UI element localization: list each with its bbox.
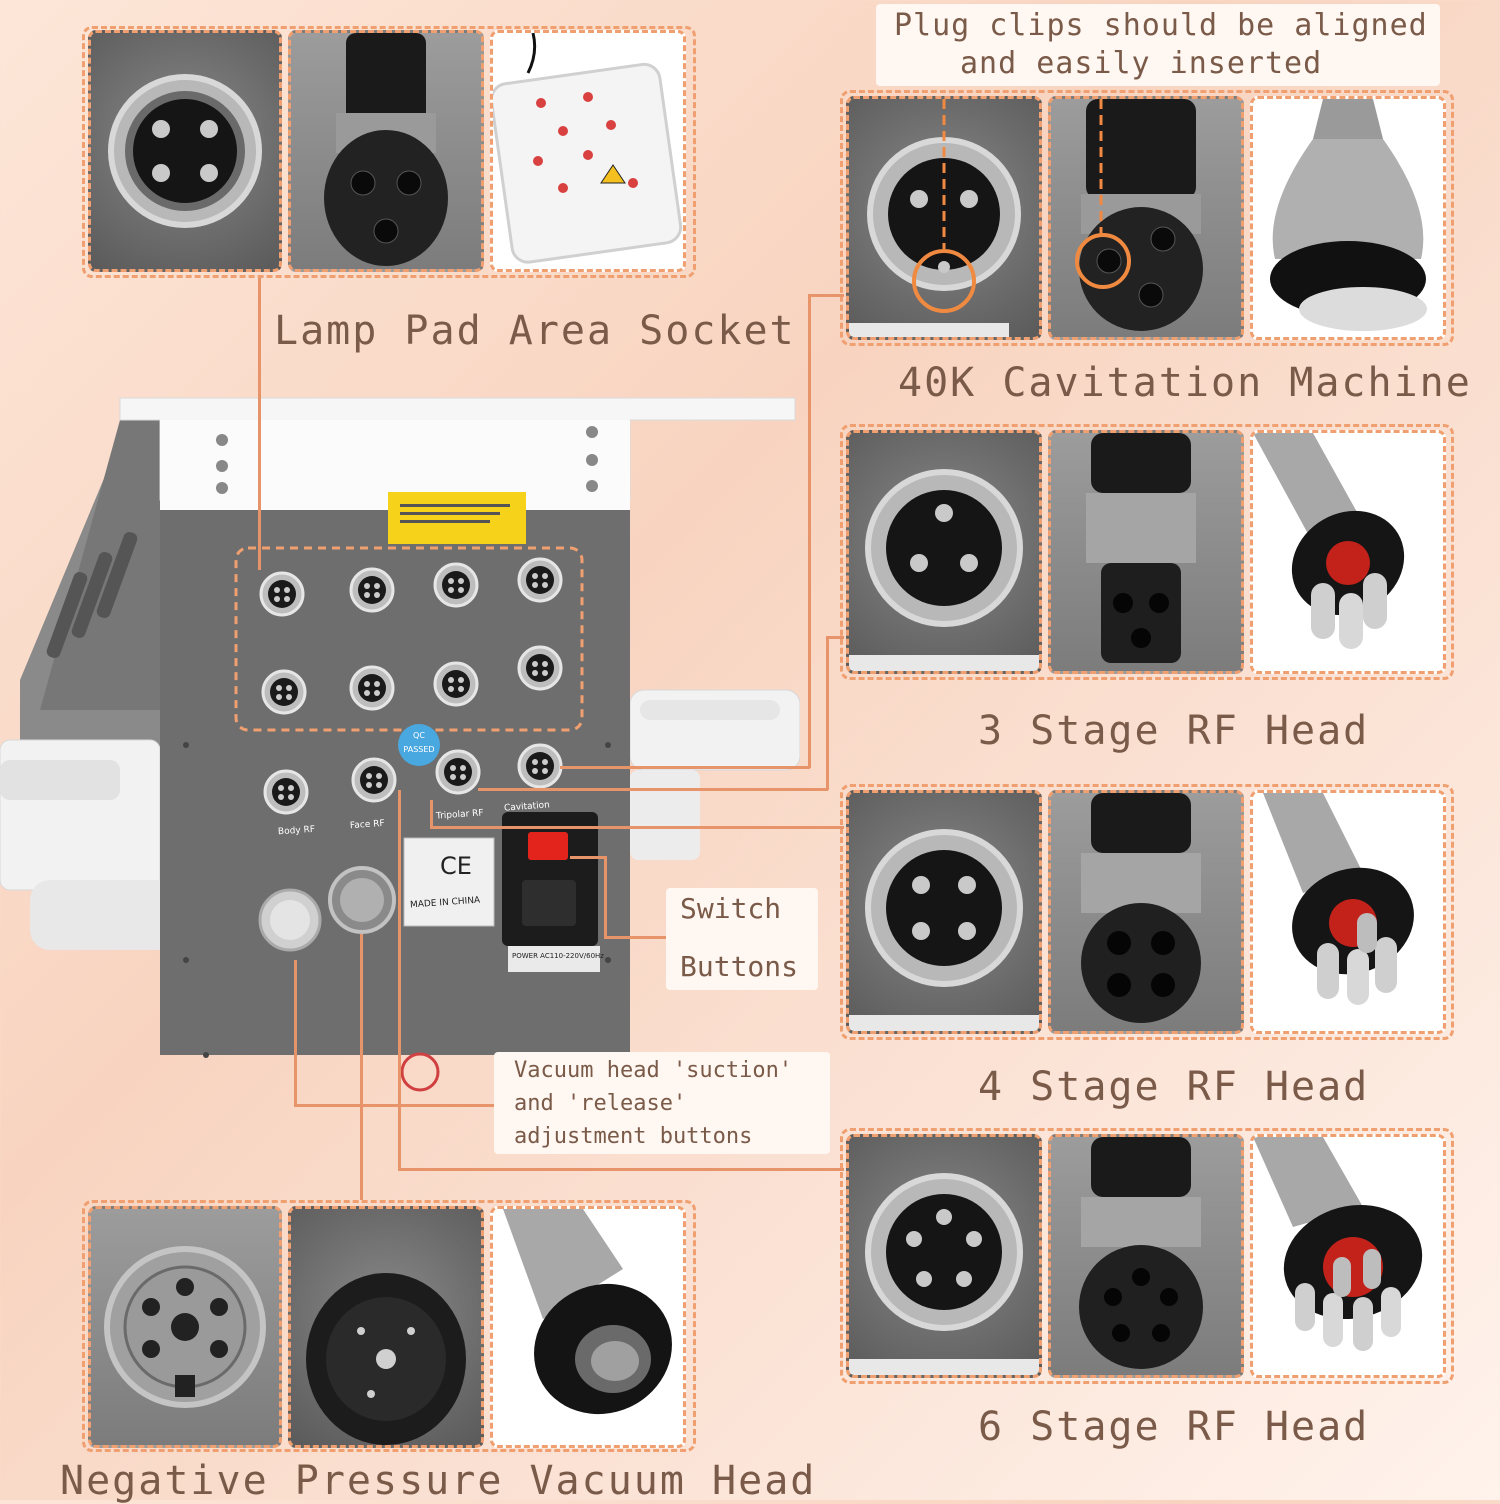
cavitation-group <box>840 90 1454 346</box>
qc-text: QC <box>413 731 425 740</box>
callout-line-rf6-h <box>398 1168 844 1171</box>
plug-note-line1: Plug clips should be aligned <box>894 8 1428 43</box>
vacuum-note-line2: and 'release' <box>514 1091 687 1116</box>
callout-line-rf3-v <box>826 636 829 790</box>
cavitation-plug-photo <box>1048 96 1244 340</box>
vacuum-note-box <box>494 1052 830 1154</box>
plug-note-line2: and easily inserted <box>960 46 1323 81</box>
vacuum-group <box>82 1200 696 1452</box>
rf4-plug-photo <box>1048 790 1244 1034</box>
callout-line-rf3-h <box>826 636 844 639</box>
rf4-head-photo <box>1250 790 1446 1034</box>
rf6-group <box>840 1128 1454 1384</box>
panel-sockets <box>0 0 800 1200</box>
lamp-pad-photo <box>490 30 686 272</box>
rf3-label: 3 Stage RF Head <box>978 708 1370 754</box>
callout-line-rf4-h <box>430 826 844 829</box>
callout-line-vacuum <box>360 934 363 1200</box>
callout-line-switch-h <box>604 936 666 939</box>
rf6-label: 6 Stage RF Head <box>978 1404 1370 1450</box>
rf3-head-photo <box>1250 430 1446 674</box>
rf6-head-photo <box>1250 1134 1446 1378</box>
vacuum-note-line1: Vacuum head 'suction' <box>514 1058 793 1083</box>
ce-mark: CE <box>440 852 472 880</box>
vacuum-note-line3: adjustment buttons <box>514 1124 753 1149</box>
rf3-plug-photo <box>1048 430 1244 674</box>
vacuum-socket-photo <box>88 1206 282 1448</box>
callout-line-rf4-v <box>430 800 433 828</box>
callout-line-adjust-h <box>294 1104 494 1107</box>
switch-note-box <box>666 888 818 990</box>
callout-line-switch-top <box>570 856 606 859</box>
lamp-pad-label: Lamp Pad Area Socket <box>274 308 796 354</box>
power-rating: POWER AC110-220V/60Hz <box>512 952 604 960</box>
rf3-socket-photo <box>846 430 1042 674</box>
rf4-label: 4 Stage RF Head <box>978 1064 1370 1110</box>
callout-line-cavitation-v <box>808 294 811 768</box>
lamp-pad-socket-photo <box>88 30 282 272</box>
callout-line-lamp <box>258 278 261 570</box>
lamp-pad-plug-photo <box>288 30 484 272</box>
rf6-socket-photo <box>846 1134 1042 1378</box>
vacuum-label: Negative Pressure Vacuum Head <box>60 1458 817 1504</box>
qc-passed-text: PASSED <box>403 745 435 754</box>
callout-line-rf3-port <box>478 788 828 791</box>
rf6-plug-photo <box>1048 1134 1244 1378</box>
callout-line-cavitation-h <box>808 294 844 297</box>
callout-line-adjust-v <box>294 960 297 1106</box>
vacuum-plug-photo <box>288 1206 484 1448</box>
callout-line-rf6-v <box>398 790 401 1170</box>
rf3-group <box>840 424 1454 680</box>
lamp-pad-group <box>82 26 696 278</box>
rf4-group <box>840 784 1454 1040</box>
cavitation-socket-photo <box>846 96 1042 340</box>
switch-note-line1: Switch <box>680 892 782 925</box>
rf4-socket-photo <box>846 790 1042 1034</box>
qc-sticker: QC PASSED <box>398 724 440 766</box>
callout-line-switch-v <box>604 856 607 938</box>
cavitation-label: 40K Cavitation Machine <box>898 360 1472 406</box>
switch-note-line2: Buttons <box>680 950 799 983</box>
cavitation-head-photo <box>1250 96 1446 340</box>
vacuum-head-photo <box>490 1206 686 1448</box>
plug-note-box <box>876 4 1440 86</box>
callout-line-cavitation-port <box>560 766 810 769</box>
